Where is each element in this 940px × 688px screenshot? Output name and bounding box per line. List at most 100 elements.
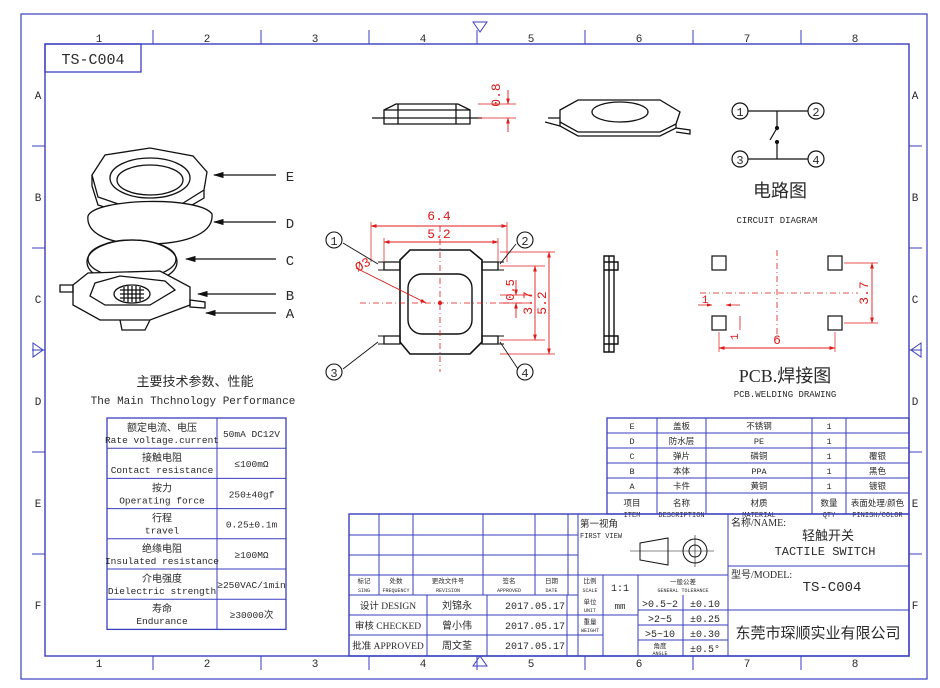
rev-header-date-cn: 日期 (545, 577, 559, 585)
company-name: 东莞市琛顺实业有限公司 (735, 625, 900, 642)
bom-desc: 弹片 (673, 451, 690, 462)
bom-header-finish-en: FINISH/COLOR (852, 512, 903, 520)
pcb-dim-width: 6 (773, 333, 781, 348)
weight-label-cn: 重量 (584, 618, 598, 626)
model-label: 型号/MODEL: (731, 568, 792, 581)
performance-title-en: The Main Thchnology Performance (91, 396, 296, 408)
zone-col-bottom-1: 1 (96, 659, 103, 671)
rev-header-frequency-cn: 处数 (390, 576, 404, 585)
performance-param-en: Dielectric strength (108, 586, 216, 597)
zone-row-left-B: B (35, 193, 42, 205)
tolerance-value: ±0.30 (690, 630, 720, 641)
performance-value: ≤100mΩ (234, 459, 269, 470)
rev-header-revision-en: REVISION (436, 588, 460, 594)
performance-param-en: travel (145, 526, 180, 537)
zone-row-left-D: D (35, 397, 42, 409)
zone-row-left-C: C (35, 295, 42, 307)
performance-value: 250±40gf (229, 489, 275, 500)
first-view-en: FIRST VIEW (580, 533, 623, 541)
dim-width-inner: 5.2 (427, 227, 450, 242)
bom-header-material-cn: 材质 (750, 498, 768, 508)
unit-value: mm (615, 602, 626, 612)
pin-callout-1: 1 (330, 235, 337, 249)
performance-param-en: Endurance (136, 616, 188, 627)
bom-header-item-en: ITEM (624, 512, 641, 520)
bom-desc: 盖板 (673, 421, 691, 432)
bom-header-desc-en: DESCRIPTION (658, 512, 704, 520)
performance-param-en: Contact resistance (111, 465, 214, 476)
rev-header-scale-en: SCALE (582, 588, 597, 594)
zone-col-bottom-2: 2 (204, 659, 211, 671)
dim-offset: 0.5 (504, 279, 518, 301)
signer-date: 2017.05.17 (505, 642, 565, 653)
performance-param-cn: 行程 (152, 512, 172, 525)
signer-date: 2017.05.17 (505, 622, 565, 633)
bom-material: 不锈钢 (746, 421, 772, 432)
scale-value: 1:1 (611, 584, 629, 595)
product-name-en: TACTILE SWITCH (775, 545, 876, 559)
bom-qty: 1 (826, 482, 831, 492)
pin-callout-3: 3 (330, 367, 337, 381)
bom-finish: 镀银 (869, 481, 887, 492)
rev-header-revision-cn: 更改文件号 (432, 576, 465, 585)
circuit-pin-1: 1 (736, 106, 743, 120)
iso-view (544, 99, 691, 137)
zone-row-right-A: A (912, 91, 919, 103)
bom-header-desc-cn: 名称 (673, 498, 691, 508)
circuit-pin-3: 3 (736, 154, 743, 168)
zone-col-top-7: 7 (744, 34, 751, 46)
pin-callout-4: 4 (521, 367, 528, 381)
zone-row-right-B: B (912, 193, 919, 205)
product-name-cn: 轻触开关 (802, 528, 854, 543)
pin-callout-2: 2 (521, 235, 528, 249)
part-label-A: A (286, 307, 295, 323)
bom-header-item-cn: 项目 (623, 498, 640, 508)
bom-qty: 1 (826, 422, 831, 432)
tolerance-range: >0.5~2 (642, 600, 678, 611)
part-label-D: D (286, 217, 294, 233)
pcb-dim-pad-v: 1 (730, 333, 742, 340)
circuit-title: 电路图 (753, 181, 807, 201)
zone-col-top-8: 8 (852, 34, 859, 46)
zone-col-bottom-5: 5 (528, 659, 535, 671)
bom-qty: 1 (826, 467, 831, 477)
tolerance-value: ±0.5° (690, 644, 720, 656)
part-label-B: B (286, 289, 294, 305)
side-view (372, 103, 482, 125)
zone-row-right-F: F (912, 601, 919, 613)
circuit-diagram: 1 2 3 4 电路图 CIRCUIT DIAGRAM (731, 102, 825, 226)
exploded-arrows (184, 171, 276, 317)
circuit-pin-4: 4 (812, 154, 819, 168)
side-view-right (603, 255, 619, 353)
bom-desc: 卡件 (673, 481, 691, 492)
signer-name: 周文荃 (442, 639, 472, 652)
circuit-subtitle: CIRCUIT DIAGRAM (736, 216, 817, 226)
bom-item: B (629, 467, 634, 477)
bom-qty: 1 (826, 437, 831, 447)
rev-header-scale-cn: 比例 (584, 576, 597, 585)
dim-height-label: 0.8 (489, 83, 504, 106)
exploded-view (59, 147, 213, 331)
bom-finish: 覆银 (869, 451, 887, 462)
zone-row-left-A: A (35, 91, 42, 103)
bom-header-material-en: MATERIAL (742, 512, 776, 520)
bom-header-qty-cn: 数量 (820, 498, 838, 508)
performance-param-en: Rate voltage.current (105, 435, 219, 446)
first-angle-cone (639, 537, 669, 566)
zone-col-top-3: 3 (312, 34, 319, 46)
tolerance-title-en: GENERAL TOLERANCE (657, 588, 708, 594)
tolerance-title-cn: 一般公差 (670, 577, 697, 586)
bom-material: PPA (751, 467, 767, 477)
performance-value: ≥100MΩ (234, 550, 269, 561)
tolerance-value: ±0.10 (690, 600, 720, 611)
bom-header-finish-cn: 表面处理/颜色 (851, 498, 905, 508)
rev-header-sing-cn: 标记 (358, 576, 372, 585)
bom-material: 磷铜 (750, 451, 767, 462)
model-value: TS-C004 (803, 580, 862, 596)
signer-name: 刘锦永 (442, 599, 472, 612)
performance-value: ≥250VAC/1min (217, 580, 285, 591)
performance-value: ≥30000次 (230, 609, 274, 621)
